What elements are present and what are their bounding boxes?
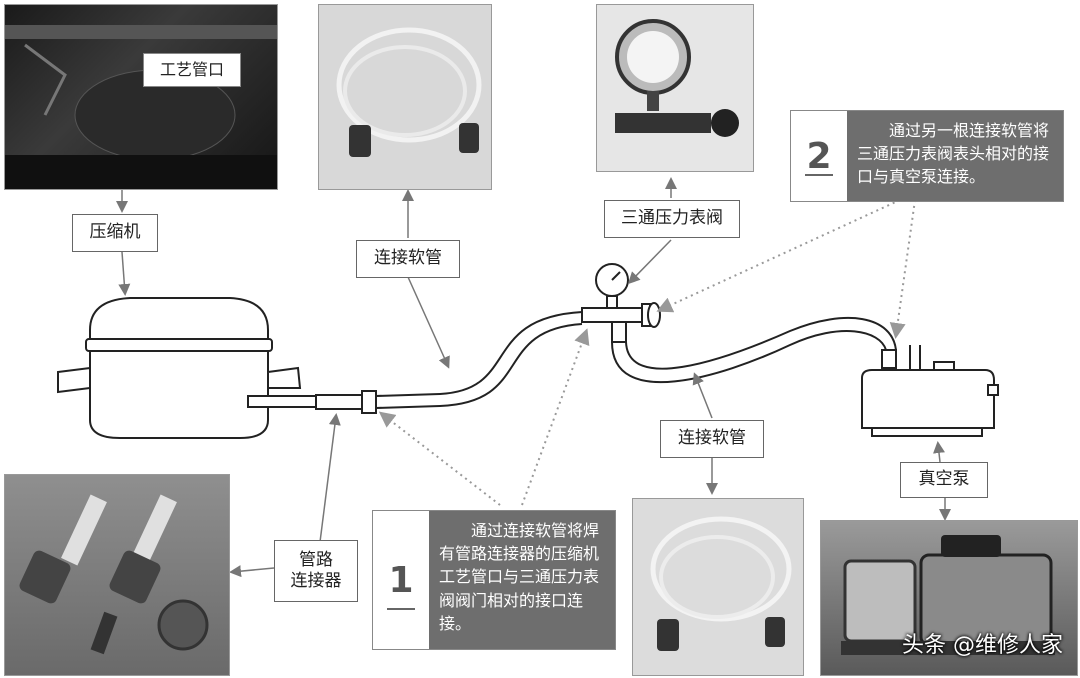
pipe-connector-label-line2: 连接器	[290, 571, 342, 591]
vacuum-pump-photo: 头条 @维修人家	[820, 520, 1078, 676]
compressor-label: 压缩机	[72, 214, 158, 252]
callout-step-2: 2 通过另一根连接软管将三通压力表阀表头相对的接口与真空泵连接。	[790, 110, 1064, 202]
three-way-valve-drawing	[581, 263, 661, 343]
callout-1-number: 1	[373, 511, 429, 649]
hose-photo-bottom	[632, 498, 804, 676]
pipe-connector-label: 管路 连接器	[274, 540, 358, 602]
pipe-connector-photo	[4, 474, 230, 676]
vacuum-pump-label: 真空泵	[900, 462, 988, 498]
hose-bottom-label: 连接软管	[660, 420, 764, 458]
process-port-label: 工艺管口	[143, 53, 241, 87]
callout-2-text: 通过另一根连接软管将三通压力表阀表头相对的接口与真空泵连接。	[847, 111, 1063, 201]
three-way-valve-label: 三通压力表阀	[604, 200, 740, 238]
dotted-callout-arrows	[378, 199, 916, 506]
solid-leader-arrows	[116, 79, 951, 578]
callout-1-text: 通过连接软管将焊有管路连接器的压缩机工艺管口与三通压力表阀阀门相对的接口连接。	[429, 511, 615, 649]
callout-2-number: 2	[791, 111, 847, 201]
three-way-valve-photo	[596, 4, 754, 172]
pipe-connector-label-line1: 管路	[299, 549, 333, 570]
compressor-photo: 工艺管口	[4, 4, 278, 190]
hose-photo-top	[318, 4, 492, 190]
compressor-drawing	[57, 297, 319, 439]
watermark: 头条 @维修人家	[902, 633, 1063, 658]
hose-compressor-to-valve	[315, 311, 583, 414]
hose-valve-to-pump	[611, 317, 897, 384]
hose-top-label: 连接软管	[356, 240, 460, 278]
vacuum-pump-drawing	[861, 345, 999, 437]
callout-step-1: 1 通过连接软管将焊有管路连接器的压缩机工艺管口与三通压力表阀阀门相对的接口连接…	[372, 510, 616, 650]
